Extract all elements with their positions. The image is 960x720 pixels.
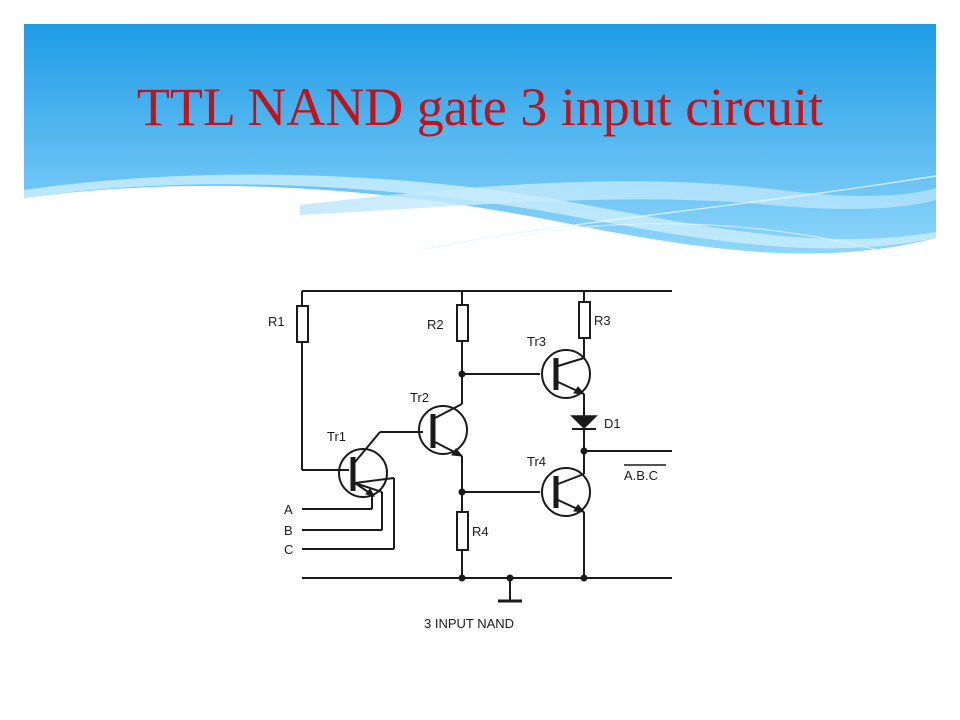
- tr1-emitter-arrow: [365, 488, 376, 497]
- banner-wave-light: [24, 174, 936, 249]
- resistor-r1: [296, 305, 309, 343]
- banner-wave-swirl: [300, 181, 936, 215]
- label-r1: R1: [268, 314, 285, 329]
- tr2-collector-lead: [434, 403, 463, 419]
- label-r3: R3: [594, 313, 611, 328]
- resistor-r4: [456, 511, 469, 551]
- label-tr3: Tr3: [527, 334, 546, 349]
- label-r4: R4: [472, 524, 489, 539]
- label-d1: D1: [604, 416, 621, 431]
- banner-wave-line-2: [519, 223, 901, 257]
- tr1-emitter-b: [354, 482, 383, 493]
- header-banner: [24, 24, 937, 257]
- tr2-emitter-arrow: [451, 448, 464, 457]
- banner-wave-line: [419, 175, 937, 251]
- transistor-tr4: [541, 467, 591, 517]
- transistor-tr1: [338, 448, 388, 498]
- label-tr4: Tr4: [527, 454, 546, 469]
- label-input-b: B: [284, 523, 293, 538]
- transistor-tr3: [541, 349, 591, 399]
- label-r2: R2: [427, 317, 444, 332]
- slide-title: TTL NAND gate 3 input circuit: [136, 77, 824, 137]
- transistor-tr2: [418, 405, 468, 455]
- label-input-c: C: [284, 542, 293, 557]
- label-tr2: Tr2: [410, 390, 429, 405]
- tr3-collector-lead: [557, 357, 585, 367]
- label-output: A.B.C: [624, 468, 658, 483]
- tr1-emitter-c: [354, 477, 395, 484]
- diagram-caption: 3 INPUT NAND: [424, 616, 514, 631]
- tr4-collector-lead: [557, 473, 585, 485]
- tr3-emitter-arrow: [573, 386, 586, 395]
- resistor-r3: [578, 301, 591, 339]
- label-tr1: Tr1: [327, 429, 346, 444]
- junction-tr4-ground: [580, 574, 588, 582]
- tr1-collector-lead: [354, 431, 381, 463]
- label-input-a: A: [284, 502, 293, 517]
- resistor-r2: [456, 304, 469, 342]
- diode-d1: [570, 415, 598, 430]
- junction-r4-ground: [458, 574, 466, 582]
- tr4-emitter-arrow: [573, 504, 586, 513]
